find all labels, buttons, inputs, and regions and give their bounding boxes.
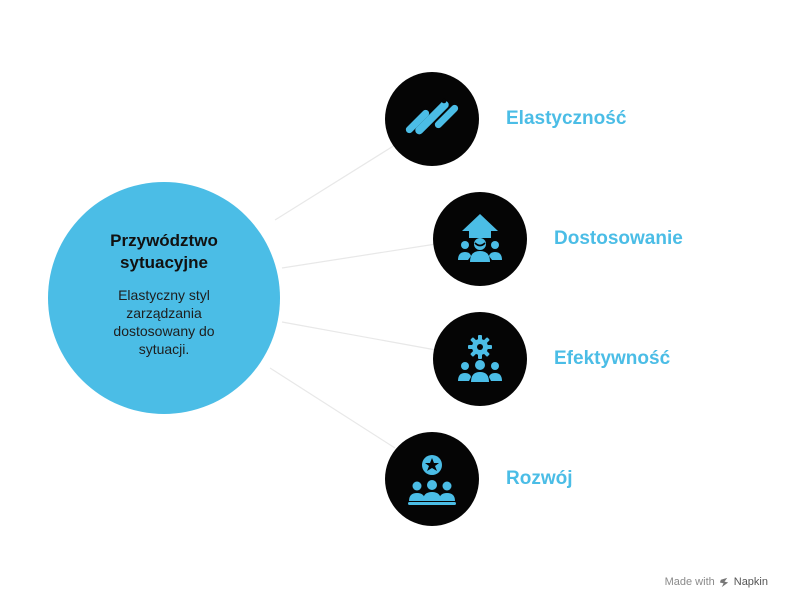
upward-arrow-group-icon — [458, 214, 502, 262]
napkin-logo-icon — [719, 577, 728, 587]
branch-node-elastycznosc — [385, 72, 479, 166]
napkin-brand-text: Napkin — [733, 576, 768, 588]
central-topic-title: Przywództwo sytuacyjne — [110, 231, 218, 272]
branch-label-dostosowanie: Dostosowanie — [554, 228, 683, 249]
connector-line — [281, 243, 437, 269]
connector-line — [274, 144, 396, 221]
slanted-bars-icon — [405, 98, 459, 140]
made-with-text: Made with — [664, 576, 715, 588]
branch-label-rozwoj: Rozwój — [506, 468, 573, 489]
gear-team-icon — [458, 335, 502, 382]
branch-node-efektywnosc — [433, 312, 527, 406]
branch-label-efektywnosc: Efektywność — [554, 348, 671, 369]
napkin-watermark: Made with Napkin — [665, 576, 768, 588]
branch-node-dostosowanie — [433, 192, 527, 286]
star-team-icon — [408, 455, 456, 505]
connector-line — [281, 321, 437, 351]
central-topic-circle: Przywództwo sytuacyjne Elastyczny styl z… — [48, 182, 280, 414]
central-topic-description: Elastyczny styl zarządzania dostosowany … — [113, 287, 215, 357]
connector-line — [269, 367, 396, 449]
branch-label-elastycznosc: Elastyczność — [506, 108, 627, 129]
branch-node-rozwoj — [385, 432, 479, 526]
